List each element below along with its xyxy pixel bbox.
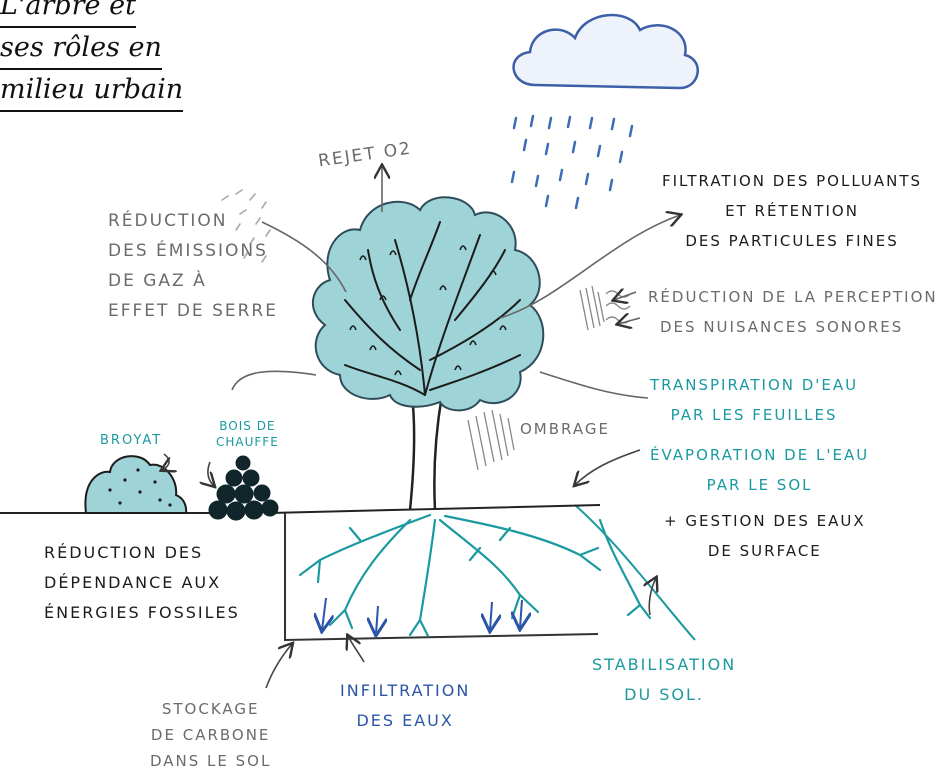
infiltration-arrows xyxy=(322,597,522,634)
soil-box xyxy=(284,512,599,642)
label-infiltration: INFILTRATION DES EAUX xyxy=(340,681,471,730)
gas-emission-icon xyxy=(221,189,271,263)
arrow-stabilisation xyxy=(649,578,656,616)
arrow-bois xyxy=(208,461,214,486)
label-transpiration: TRANSPIRATION D'EAU PAR LES FEUILLES xyxy=(650,376,859,424)
label-bois: BOIS DE CHAUFFE xyxy=(216,419,279,449)
cloud-icon xyxy=(512,13,699,90)
label-stabilisation: STABILISATION DU SOL. xyxy=(592,655,737,704)
arrow-infiltration xyxy=(348,636,365,663)
tree-foliage xyxy=(311,196,545,412)
roots xyxy=(298,513,652,638)
arrow-stockage xyxy=(265,644,292,689)
arrow-broyat xyxy=(162,453,169,470)
page-title: L'arbre et ses rôles en milieu urbain xyxy=(0,0,184,112)
title-line-2: ses rôles en xyxy=(0,28,162,70)
firewood-icon xyxy=(208,455,279,521)
shade-hatching-icon xyxy=(467,409,515,471)
mulch-pile-icon xyxy=(84,455,188,514)
line-filtration xyxy=(499,215,680,319)
label-reduction-bruit: RÉDUCTION DE LA PERCEPTION DES NUISANCES… xyxy=(648,288,938,336)
arrow-noise-2 xyxy=(618,318,641,324)
rain-icon xyxy=(510,114,634,210)
title-line-3: milieu urbain xyxy=(0,70,184,112)
line-transpiration xyxy=(539,371,649,399)
arrow-evaporation xyxy=(575,449,641,485)
line-reduction-emissions xyxy=(261,221,347,293)
label-broyat: BROYAT xyxy=(100,433,163,448)
label-evaporation: ÉVAPORATION DE L'EAU PAR LE SOL xyxy=(650,446,870,494)
label-stockage: STOCKAGE DE CARBONE DANS LE SOL xyxy=(150,700,272,770)
tree-trunk xyxy=(408,394,444,511)
slope-line xyxy=(574,504,696,641)
title-line-1: L'arbre et xyxy=(0,0,136,28)
label-reduction-dependance: RÉDUCTION DES DÉPENDANCE AUX ÉNERGIES FO… xyxy=(44,543,240,622)
line-reduction-dependance xyxy=(231,370,317,391)
label-ombrage: OMBRAGE xyxy=(520,420,610,438)
label-reduction-emissions: RÉDUCTION DES ÉMISSIONS DE GAZ À EFFET D… xyxy=(108,211,278,321)
arrow-noise-1 xyxy=(614,292,637,300)
label-filtration: FILTRATION DES POLLUANTS ET RÉTENTION DE… xyxy=(662,172,923,250)
label-gestion-eaux: + GESTION DES EAUX DE SURFACE xyxy=(664,512,866,560)
